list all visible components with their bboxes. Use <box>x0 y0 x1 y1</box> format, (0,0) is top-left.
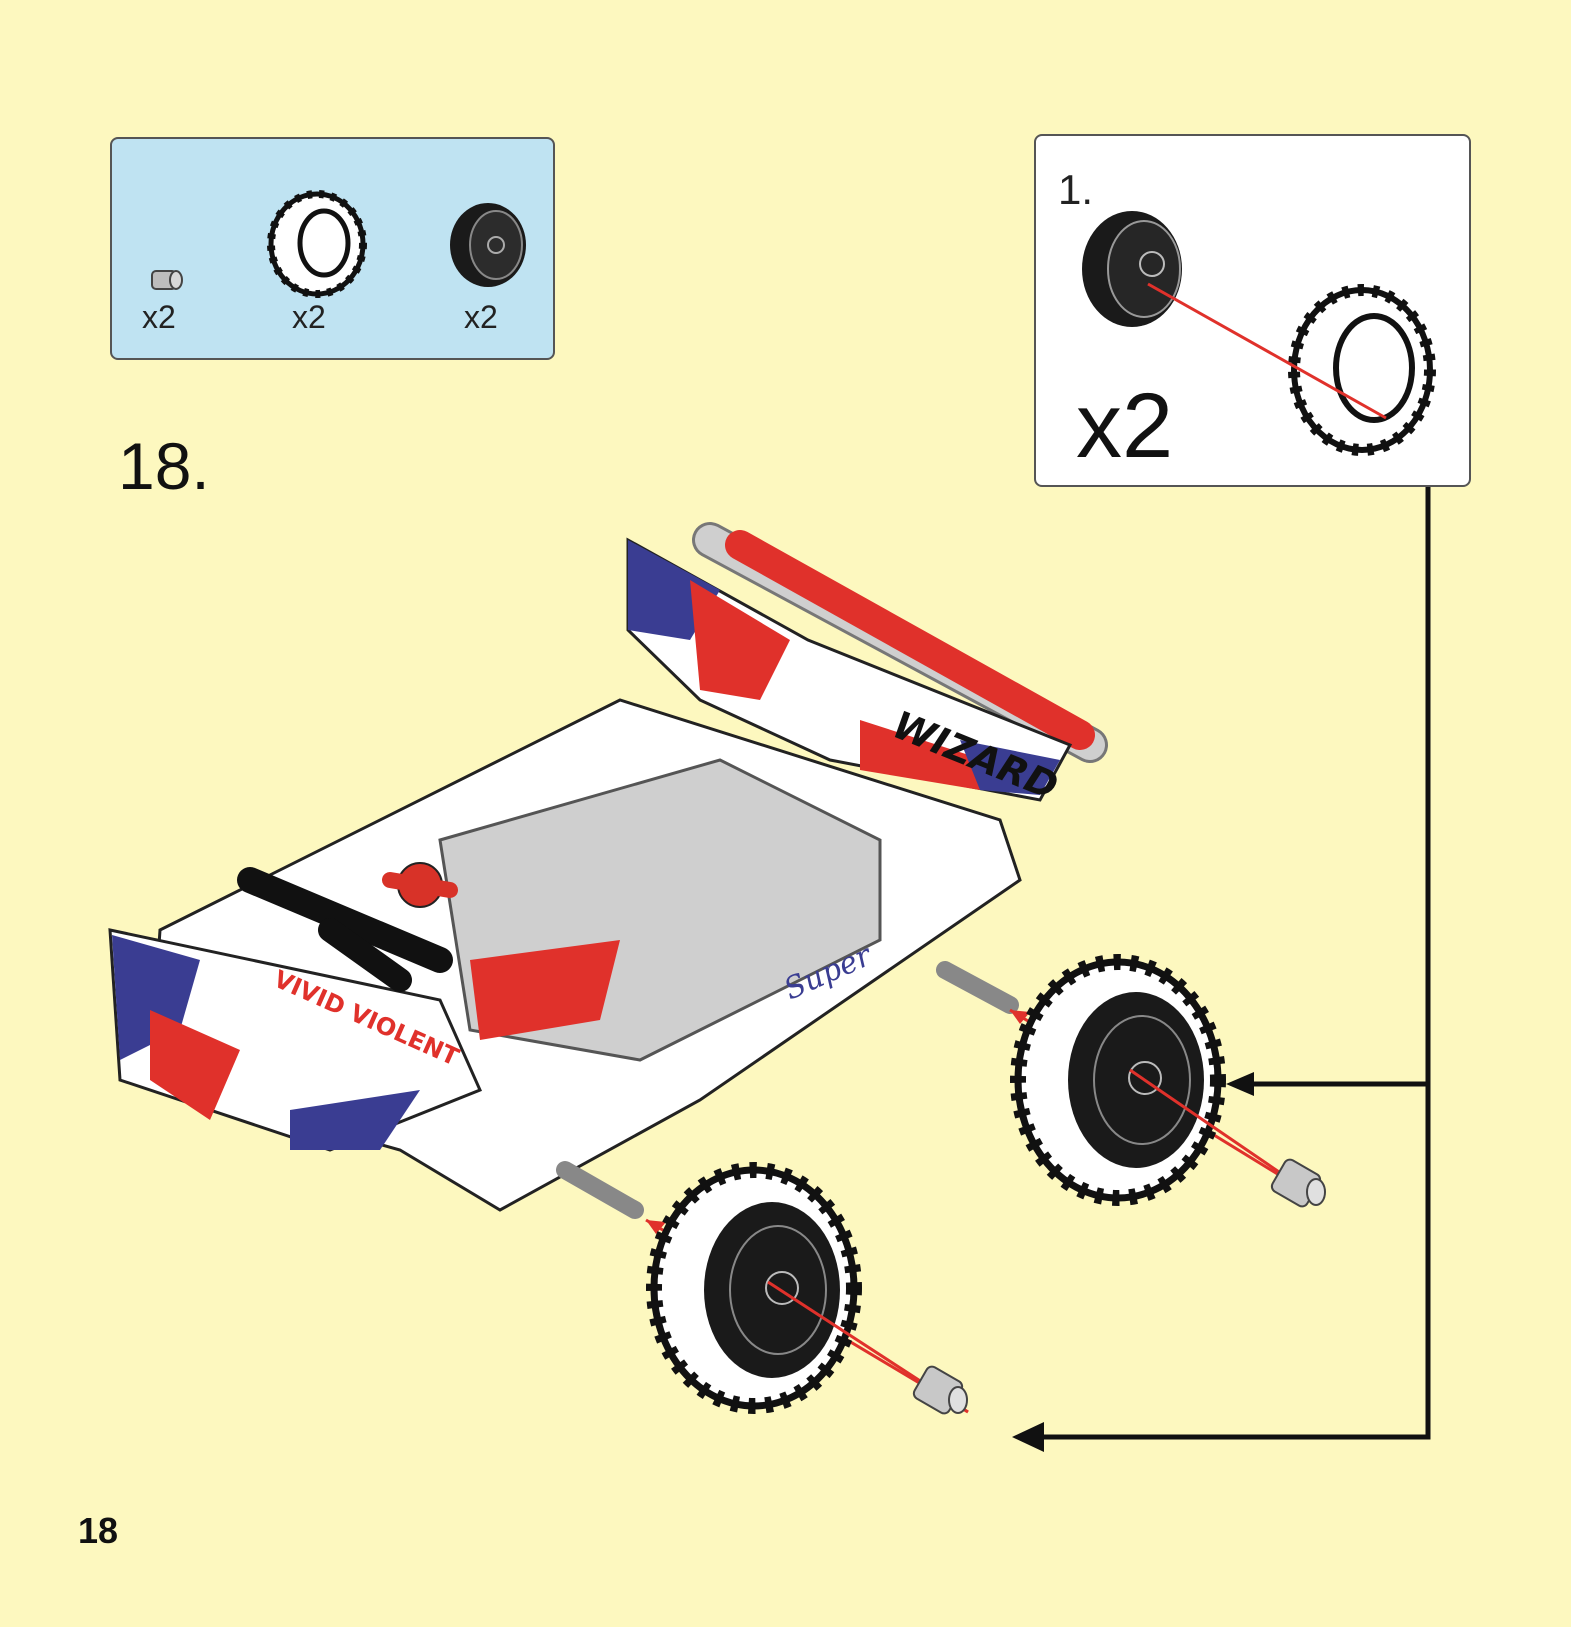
sub-tire-icon <box>1288 284 1436 456</box>
bushing-icon <box>151 270 183 290</box>
sub-multiplier: x2 <box>1076 375 1174 477</box>
step-number: 18. <box>118 429 210 503</box>
side-blue-decal <box>290 1090 420 1150</box>
tire-icon <box>267 190 367 298</box>
parts-list-box: x2 x2 x2 <box>110 137 555 360</box>
front-red-decal <box>150 1010 240 1120</box>
rear-bushing <box>1270 1158 1326 1208</box>
sub-rim-icon <box>1082 211 1182 327</box>
wing-red-decal-2 <box>860 720 1000 790</box>
roll-bar <box>692 522 1108 763</box>
steering-assembly <box>237 862 458 992</box>
part-qty-bushing: x2 <box>142 299 176 335</box>
rear-wheel <box>1010 954 1321 1206</box>
front-bushing <box>912 1365 968 1415</box>
wheel-rim-icon <box>450 203 526 287</box>
front-wheel <box>646 1162 969 1414</box>
part-qty-tire: x2 <box>292 299 326 335</box>
wing-blue-decal-2 <box>960 740 1060 795</box>
part-qty-rim: x2 <box>464 299 498 335</box>
page-number: 18 <box>78 1510 119 1551</box>
sub-assembly-box: 1. x2 <box>1034 134 1471 487</box>
wing-red-decal <box>690 580 790 700</box>
side-red-decal <box>470 940 620 1040</box>
assembly-line <box>1147 282 1387 420</box>
sub-step-label: 1. <box>1058 166 1094 213</box>
